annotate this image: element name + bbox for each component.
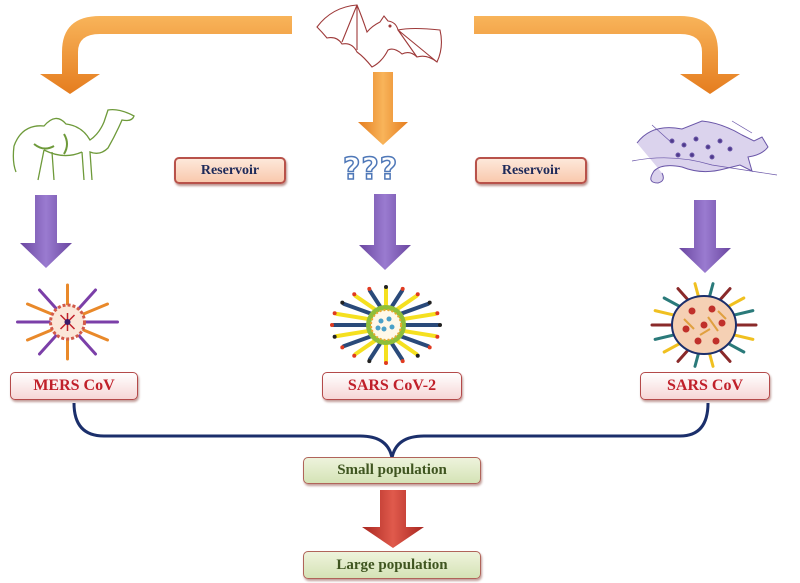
merge-brace	[72, 402, 710, 459]
unknown-host-marks: ???	[342, 151, 399, 188]
mers-virus-icon	[16, 283, 119, 361]
virus-label-sars: SARS CoV	[640, 372, 770, 400]
purple-arrow-unknown-to-sars2	[359, 194, 411, 270]
virus-label-sars-cov-2: SARS CoV-2	[322, 372, 462, 400]
reservoir-label-left: Reservoir	[174, 157, 286, 184]
red-arrow-small-to-large	[362, 490, 424, 548]
civet-icon	[632, 120, 778, 184]
sars-cov-2-virus-icon	[330, 285, 442, 365]
large-population-box: Large population	[303, 551, 481, 579]
sars-virus-icon	[650, 282, 758, 368]
small-population-box: Small population	[303, 457, 481, 484]
purple-arrow-camel-to-mers	[20, 195, 72, 268]
virus-label-mers: MERS CoV	[10, 372, 138, 400]
orange-arrow-to-camel	[40, 16, 292, 94]
orange-arrow-to-unknown	[358, 72, 408, 145]
purple-arrow-civet-to-sars	[679, 200, 731, 273]
reservoir-label-right: Reservoir	[475, 157, 587, 184]
bat-icon	[316, 4, 443, 68]
camel-icon	[12, 108, 135, 181]
orange-arrow-to-civet	[474, 16, 740, 94]
